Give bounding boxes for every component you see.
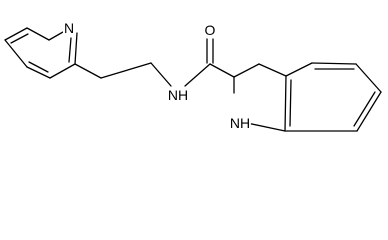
bond-ring-2 — [258, 63, 287, 77]
bond-linker-2 — [100, 62, 152, 79]
bond-benzene-2 — [311, 62, 357, 65]
bond-benzene-4-inner — [353, 91, 376, 127]
bond-amide-n-c — [184, 63, 211, 87]
molecule-diagram: N O NH NH — [4, 20, 382, 132]
bond-linker-3 — [150, 62, 172, 87]
bond-pyridine-1-inner — [10, 33, 29, 44]
atom-label-amide-nh: NH — [166, 87, 190, 103]
atom-label-ring-nh: NH — [228, 115, 252, 131]
bond-pyridine-5 — [49, 63, 76, 79]
bond-benzene-4 — [356, 91, 382, 132]
bond-pyridine-4 — [74, 32, 78, 65]
bond-pyridine-4-inner — [68, 37, 72, 63]
bond-ring-4 — [246, 122, 286, 132]
atom-label-pyridine-n: N — [62, 20, 76, 36]
bond-ring-1 — [233, 63, 260, 78]
bond-layer — [4, 27, 382, 132]
bond-pyridine-7 — [4, 39, 28, 68]
bond-pyridine-3 — [48, 31, 64, 41]
bond-pyridine-2 — [26, 27, 50, 41]
bond-benzene-6 — [284, 75, 287, 132]
bond-pyridine-1 — [4, 27, 28, 41]
bond-benzene-1 — [285, 62, 313, 77]
bond-benzene-3 — [355, 63, 382, 93]
bond-benzene-6-inner — [289, 79, 292, 127]
bond-pyridine-6-inner — [28, 61, 49, 73]
bond-pyridine-6 — [26, 66, 51, 79]
bond-linker-1 — [74, 63, 102, 79]
bond-c-c3 — [209, 63, 235, 78]
atom-label-amide-o: O — [203, 22, 217, 38]
